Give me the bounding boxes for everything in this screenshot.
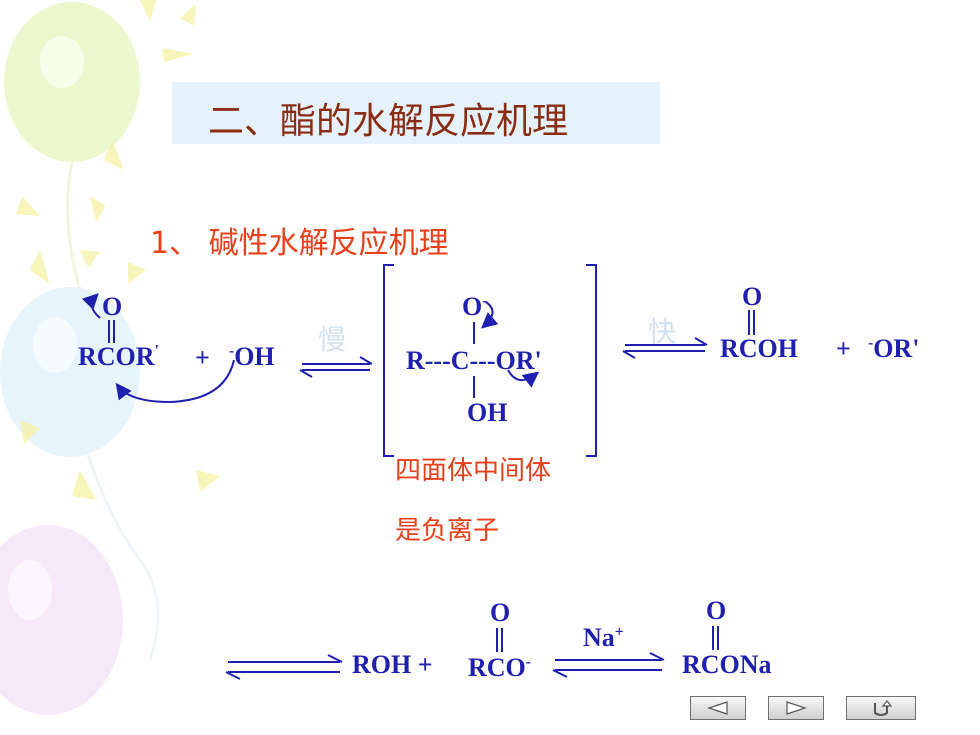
slow-step-label: 慢: [318, 323, 347, 356]
ester-formula: RCOR': [78, 342, 159, 371]
carboxylic-acid: RCOH: [720, 334, 798, 363]
intermediate-note: 四面体中间体: [395, 456, 552, 486]
intermediate-hydroxyl: OH: [467, 398, 508, 427]
plus-sign: +: [195, 343, 210, 372]
next-slide-button[interactable]: [768, 696, 824, 720]
title-background: [172, 82, 660, 144]
carboxylate-ion: RCO-: [468, 653, 531, 682]
next-triangle-icon: [786, 701, 807, 715]
fast-step-label: 快: [648, 315, 677, 348]
previous-slide-button[interactable]: [690, 696, 746, 720]
ester-carbonyl-oxygen: O: [102, 292, 123, 321]
anion-note: 是负离子: [395, 516, 500, 546]
return-arrow-icon: [874, 700, 893, 716]
acid-carbonyl-oxygen: O: [742, 282, 763, 311]
slide-subtitle: 1、 碱性水解反应机理: [150, 226, 449, 261]
previous-triangle-icon: [707, 701, 728, 715]
sodium-carboxylate: RCONa: [682, 650, 772, 679]
slide-title: 二、酯的水解反应机理: [208, 101, 569, 142]
salt-carbonyl-oxygen: O: [706, 596, 727, 625]
carboxylate-oxygen: O: [490, 598, 511, 627]
alkoxide-ion: -OR': [868, 334, 920, 363]
intermediate-oxygen-anion: O-: [462, 292, 488, 321]
return-button[interactable]: [846, 696, 916, 720]
intermediate-center: R---C---OR': [406, 346, 542, 375]
alcohol: ROH +: [352, 650, 433, 679]
sodium-reagent: Na+: [583, 623, 624, 652]
hydroxide-ion: -OH: [229, 342, 275, 371]
plus-sign-2: +: [836, 334, 851, 363]
